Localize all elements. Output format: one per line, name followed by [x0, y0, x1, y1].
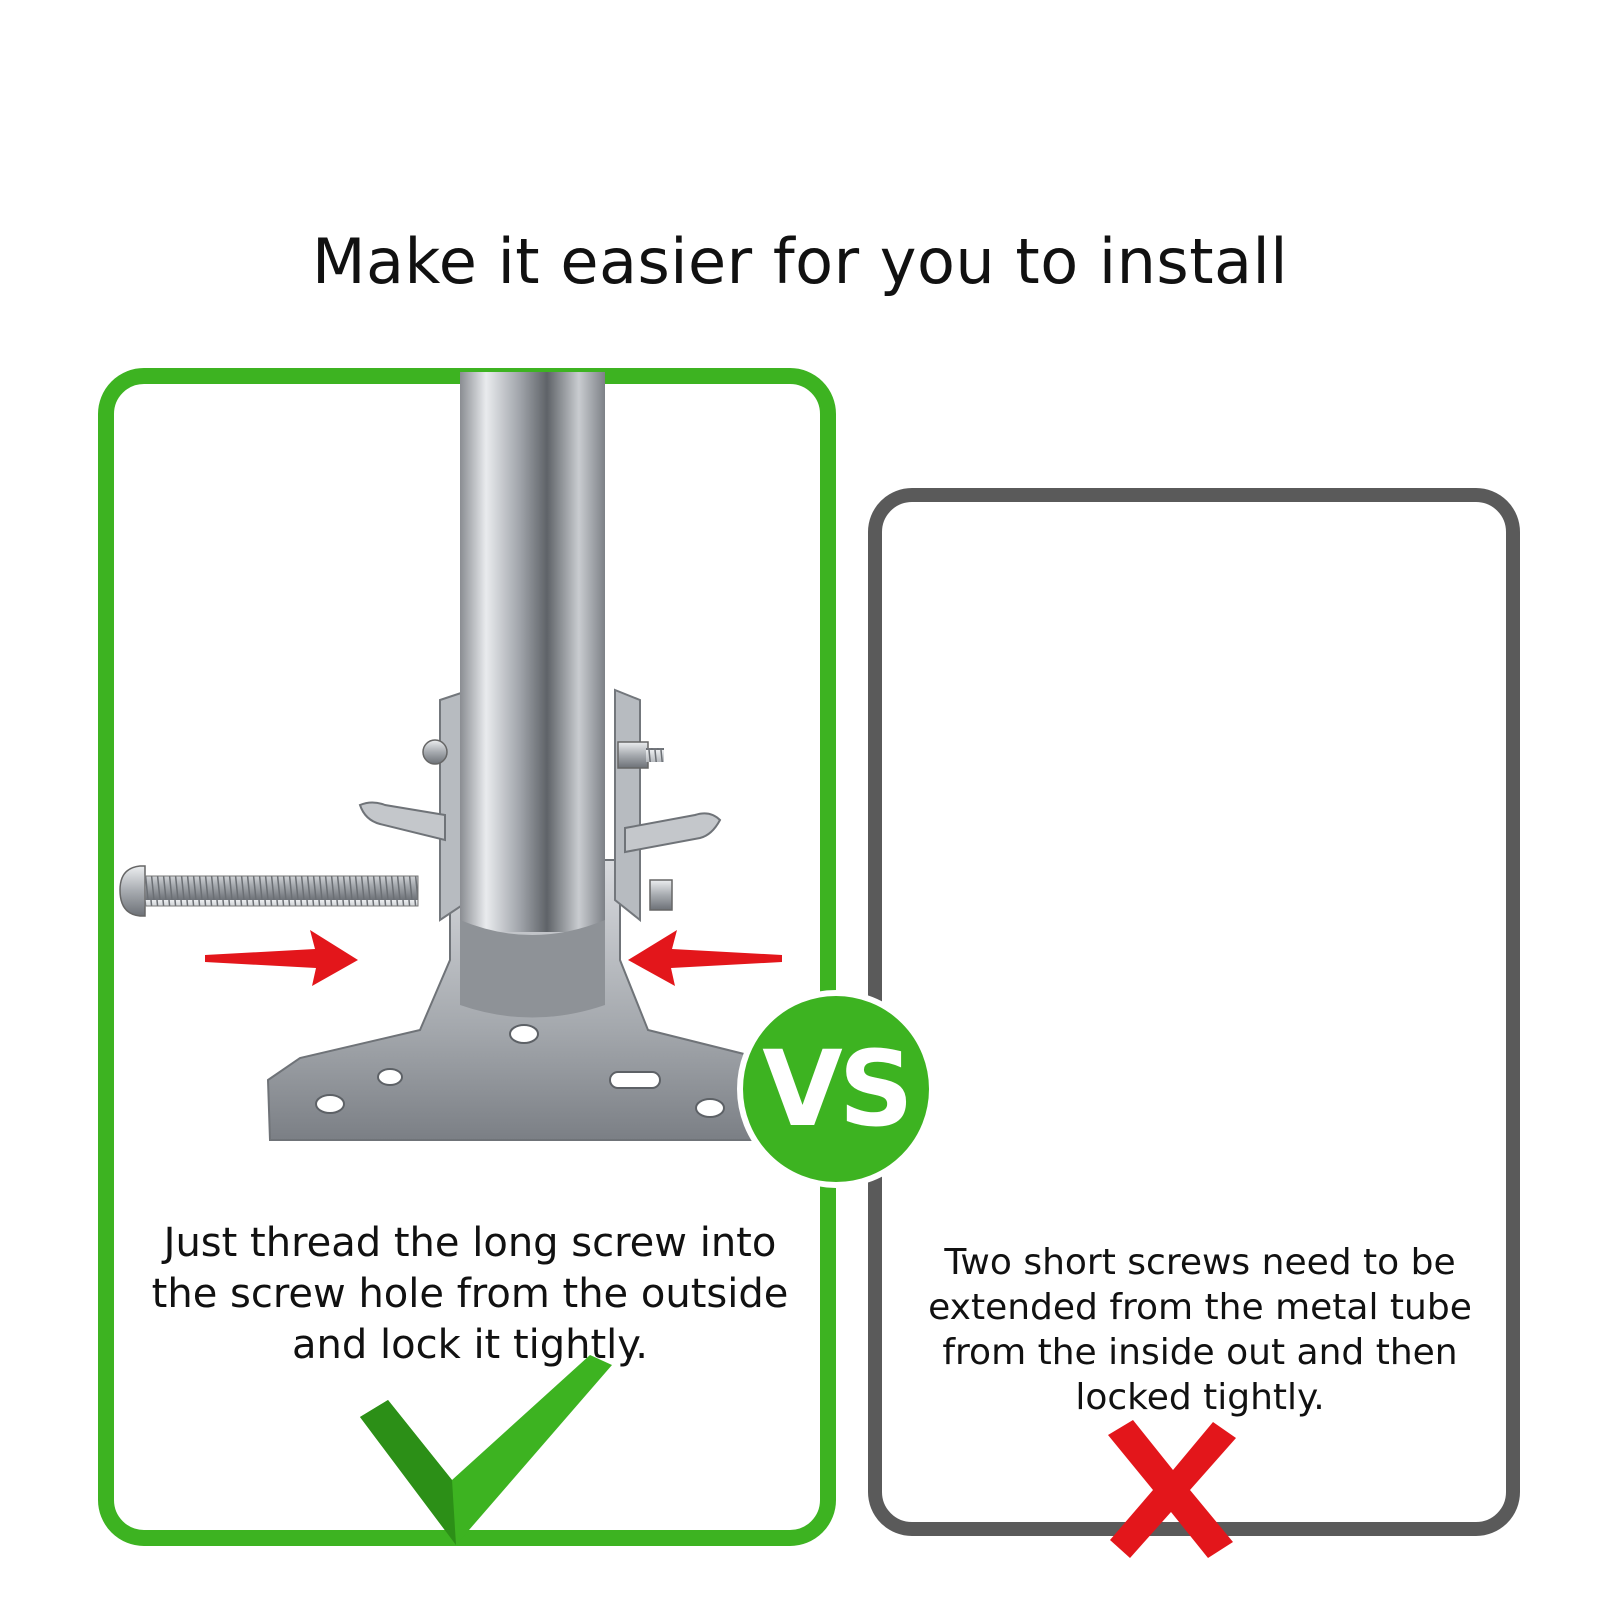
check-icon [360, 1355, 612, 1545]
caption-line: Just thread the long screw into [163, 1220, 777, 1266]
caption-line: extended from the metal tube [928, 1287, 1472, 1328]
vs-label: VS [762, 1028, 913, 1150]
caption-line: Two short screws need to be [944, 1242, 1456, 1283]
vs-badge: VS [737, 990, 935, 1188]
correct-method-caption: Just thread the long screw into the scre… [120, 1218, 820, 1371]
incorrect-method-panel [868, 488, 1520, 1536]
incorrect-method-caption: Two short screws need to be extended fro… [900, 1240, 1500, 1420]
caption-line: the screw hole from the outside [151, 1271, 789, 1317]
page-title: Make it easier for you to install [312, 225, 1288, 298]
caption-line: from the inside out and then [942, 1332, 1458, 1373]
cross-icon [1108, 1420, 1236, 1558]
caption-line: locked tightly. [1075, 1377, 1325, 1418]
